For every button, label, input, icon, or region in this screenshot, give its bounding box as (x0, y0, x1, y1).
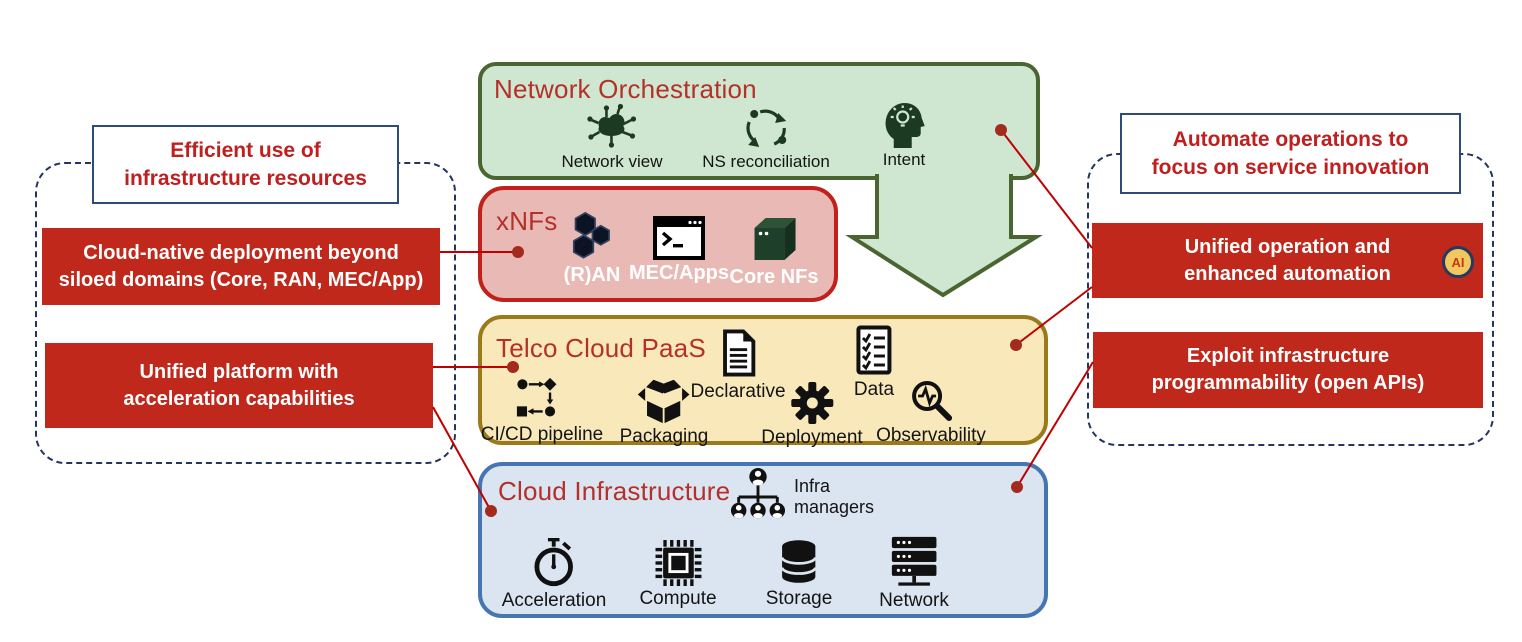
network-view-label: Network view (561, 152, 663, 171)
magnifier-pulse-icon (911, 381, 952, 421)
left-note-unified-platform: Unified platform with acceleration capab… (45, 343, 433, 428)
right-note-unified-operation: Unified operation and enhanced automatio… (1092, 223, 1483, 298)
acceleration-label: Acceleration (501, 590, 607, 611)
chip-icon (654, 540, 701, 586)
infra-managers-item: Infra managers (730, 468, 886, 526)
left-note-cloud-native: Cloud-native deployment beyond siloed do… (42, 228, 440, 305)
server-rack-icon (891, 536, 937, 586)
paas-title: Telco Cloud PaaS (496, 333, 706, 363)
deployment-label: Deployment (761, 427, 863, 448)
right-note-programmability: Exploit infrastructure programmability (… (1093, 332, 1483, 408)
cicd-label: CI/CD pipeline (480, 424, 604, 445)
network-view-icon (586, 103, 636, 148)
network-label: Network (879, 590, 949, 611)
right-heading-text: Automate operations to focus on service … (1151, 128, 1430, 179)
ai-badge: AI (1442, 246, 1474, 278)
stopwatch-icon (534, 538, 574, 587)
checklist-icon (856, 325, 892, 375)
data-label: Data (853, 379, 895, 400)
left-heading-box: Efficient use of infrastructure resource… (92, 125, 399, 204)
network-view-item: Network view (561, 102, 663, 172)
ran-item: (R)AN (563, 212, 621, 287)
intent-label: Intent (882, 150, 926, 169)
org-chart-icon (730, 468, 786, 519)
acceleration-item: Acceleration (501, 538, 607, 612)
observability-item: Observability (876, 377, 986, 447)
ns-reconciliation-item: NS reconciliation (702, 106, 830, 172)
reconciliation-cycle-icon (746, 109, 786, 147)
orchestration-down-arrow (845, 174, 1043, 298)
pipeline-flow-icon (517, 377, 557, 417)
network-orchestration-title: Network Orchestration (494, 74, 757, 104)
packaging-label: Packaging (619, 426, 709, 447)
right-heading-box: Automate operations to focus on service … (1120, 113, 1461, 194)
network-orchestration-box: Network Orchestration Network view (478, 62, 1040, 180)
right-note-programmability-text: Exploit infrastructure programmability (… (1151, 345, 1425, 394)
gear-icon (790, 382, 833, 424)
open-box-icon (638, 379, 690, 424)
left-note-cloud-native-text: Cloud-native deployment beyond siloed do… (58, 241, 424, 291)
intent-head-bulb-icon (885, 103, 925, 148)
infra-title: Cloud Infrastructure (498, 476, 731, 506)
terminal-window-icon (653, 216, 705, 260)
ns-reconciliation-label: NS reconciliation (702, 152, 830, 171)
declarative-label: Declarative (690, 381, 786, 402)
right-note-unified-operation-text: Unified operation and enhanced automatio… (1184, 235, 1391, 285)
xnfs-box: xNFs (R)AN MEC/Apps (478, 186, 838, 302)
infra-managers-label: Infra managers (794, 476, 875, 517)
cube-icon (755, 218, 796, 260)
hexagons-icon (572, 212, 610, 259)
intent-item: Intent (882, 100, 926, 170)
compute-item: Compute (639, 540, 717, 610)
xnfs-title: xNFs (496, 206, 558, 236)
network-item: Network (879, 536, 949, 612)
cloud-infrastructure-box: Cloud Infrastructure Infra managers (478, 462, 1048, 618)
document-icon (722, 329, 755, 377)
storage-label: Storage (765, 588, 833, 609)
compute-label: Compute (639, 588, 717, 609)
packaging-item: Packaging (619, 376, 709, 448)
mec-apps-item: MEC/Apps (629, 216, 729, 285)
core-nfs-label: Core NFs (729, 266, 819, 288)
core-nfs-item: Core NFs (729, 212, 819, 289)
deployment-item: Deployment (761, 381, 863, 449)
database-icon (780, 540, 817, 583)
storage-item: Storage (765, 538, 833, 610)
ran-label: (R)AN (563, 264, 621, 286)
mec-apps-label: MEC/Apps (629, 262, 729, 284)
data-item: Data (854, 325, 894, 401)
left-heading-text: Efficient use of infrastructure resource… (124, 139, 367, 190)
declarative-item: Declarative (690, 329, 786, 403)
observability-label: Observability (876, 425, 986, 446)
cicd-item: CI/CD pipeline (480, 376, 604, 446)
telco-cloud-paas-box: Telco Cloud PaaS CI/CD pipel (478, 315, 1048, 448)
left-note-unified-platform-text: Unified platform with acceleration capab… (123, 360, 355, 410)
